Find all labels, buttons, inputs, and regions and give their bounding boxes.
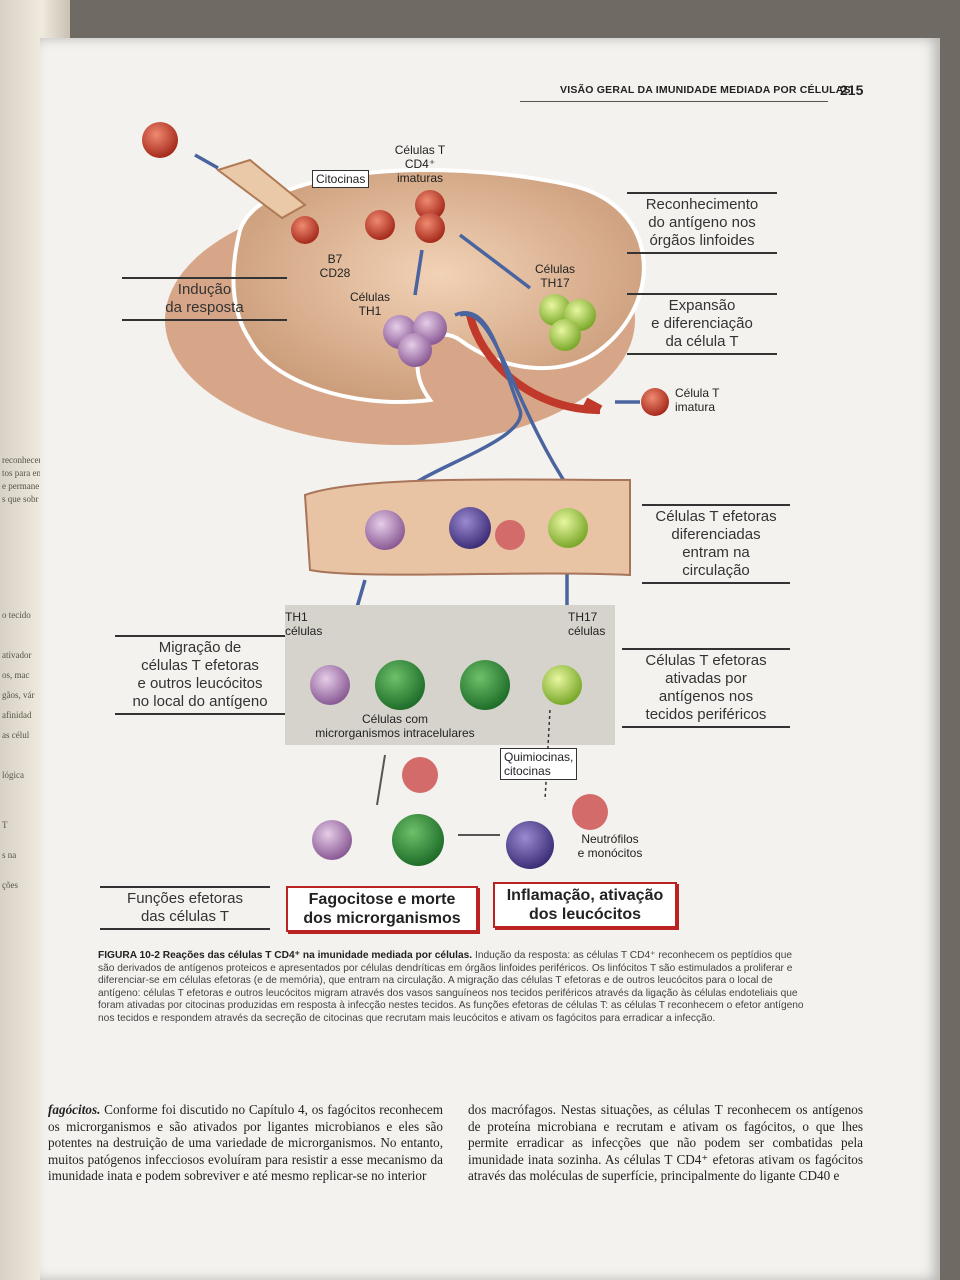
left-fragment: ativador bbox=[2, 650, 32, 660]
lymphatic-vessel bbox=[215, 158, 307, 220]
th1-cluster bbox=[383, 311, 447, 367]
effector-cells bbox=[312, 757, 608, 869]
caption-body: Indução da resposta: as células T CD4⁺ r… bbox=[98, 950, 804, 1024]
figure-illustration bbox=[142, 122, 669, 869]
paragraph-lead: fagócitos. bbox=[48, 1102, 101, 1117]
running-header: VISÃO GERAL DA IMUNIDADE MEDIADA POR CÉL… bbox=[560, 84, 851, 96]
figure-caption: FIGURA 10-2 Reações das células T CD4⁺ n… bbox=[98, 950, 810, 1026]
dendritic-cell bbox=[142, 122, 319, 244]
figure-10-2: Citocinas Células T CD4⁺ imaturas B7 CD2… bbox=[100, 110, 820, 945]
th17-cells-tissue-label: TH17 células bbox=[568, 610, 606, 638]
left-fragment: as célul bbox=[2, 730, 30, 740]
th1-cells-label: Células TH1 bbox=[349, 290, 391, 318]
body-column-1: fagócitos. Conforme foi discutido no Cap… bbox=[48, 1102, 443, 1185]
effector-arrows bbox=[376, 709, 551, 836]
chemokines-tag: Quimiocinas, citocinas bbox=[500, 748, 578, 780]
left-fragment: lógica bbox=[2, 770, 24, 780]
stage-box-induction: Indução da resposta bbox=[122, 277, 287, 321]
lymph-node bbox=[165, 168, 646, 445]
header-rule bbox=[520, 101, 828, 102]
b7-cd28-label: B7 CD28 bbox=[319, 252, 351, 280]
stage-box-recognition: Reconhecimento do antígeno nos órgãos li… bbox=[627, 192, 777, 254]
naive-t-cells-label: Células T CD4⁺ imaturas bbox=[394, 143, 446, 185]
th1-cells-tissue-label: TH1 células bbox=[285, 610, 323, 638]
paragraph-text: Conforme foi discutido no Capítulo 4, os… bbox=[48, 1102, 444, 1183]
caption-title: FIGURA 10-2 Reações das células T CD4⁺ n… bbox=[98, 950, 473, 961]
neutrophils-label: Neutrófilos e monócitos bbox=[577, 832, 643, 860]
naive-t-cell-label: Célula T imatura bbox=[675, 386, 720, 414]
left-fragment: o tecido bbox=[2, 610, 31, 620]
left-fragment: gãos, vár bbox=[2, 690, 35, 700]
left-fragment: reconhecem bbox=[2, 455, 46, 465]
page-number: 215 bbox=[840, 82, 864, 98]
naive-t-cells bbox=[365, 190, 669, 416]
blood-vessel bbox=[303, 478, 631, 577]
stage-box-circulation: Células T efetoras diferenciadas entram … bbox=[642, 504, 790, 584]
th17-cluster bbox=[539, 294, 596, 351]
left-fragment: tos para ent bbox=[2, 468, 44, 478]
infected-cells-label: Células com microrganismos intracelulare… bbox=[315, 712, 475, 740]
tissue-cells bbox=[310, 660, 582, 710]
left-fragment: ções bbox=[2, 880, 18, 890]
stage-box-effector-functions: Funções efetoras das células T bbox=[100, 886, 270, 930]
th17-cells-label: Células TH17 bbox=[534, 262, 576, 290]
left-fragment: os, mac bbox=[2, 670, 30, 680]
cytokines-tag: Citocinas bbox=[312, 170, 370, 188]
body-column-2: dos macrófagos. Nestas situações, as cél… bbox=[468, 1102, 863, 1185]
left-fragment: T bbox=[2, 820, 8, 830]
stage-box-migration: Migração de células T efetoras e outros … bbox=[115, 635, 285, 715]
left-fragment: e permane bbox=[2, 481, 40, 491]
left-fragment: s que sobr bbox=[2, 494, 39, 504]
paragraph-text: dos macrófagos. Nestas situações, as cél… bbox=[468, 1102, 863, 1183]
left-fragment: afinidad bbox=[2, 710, 32, 720]
stage-box-expansion: Expansão e diferenciação da célula T bbox=[627, 293, 777, 355]
left-fragment: s na bbox=[2, 850, 17, 860]
phagocytosis-box: Fagocitose e morte dos microrganismos bbox=[286, 886, 478, 932]
inflammation-box: Inflamação, ativação dos leucócitos bbox=[493, 882, 677, 928]
stage-box-activated: Células T efetoras ativadas por antígeno… bbox=[622, 648, 790, 728]
